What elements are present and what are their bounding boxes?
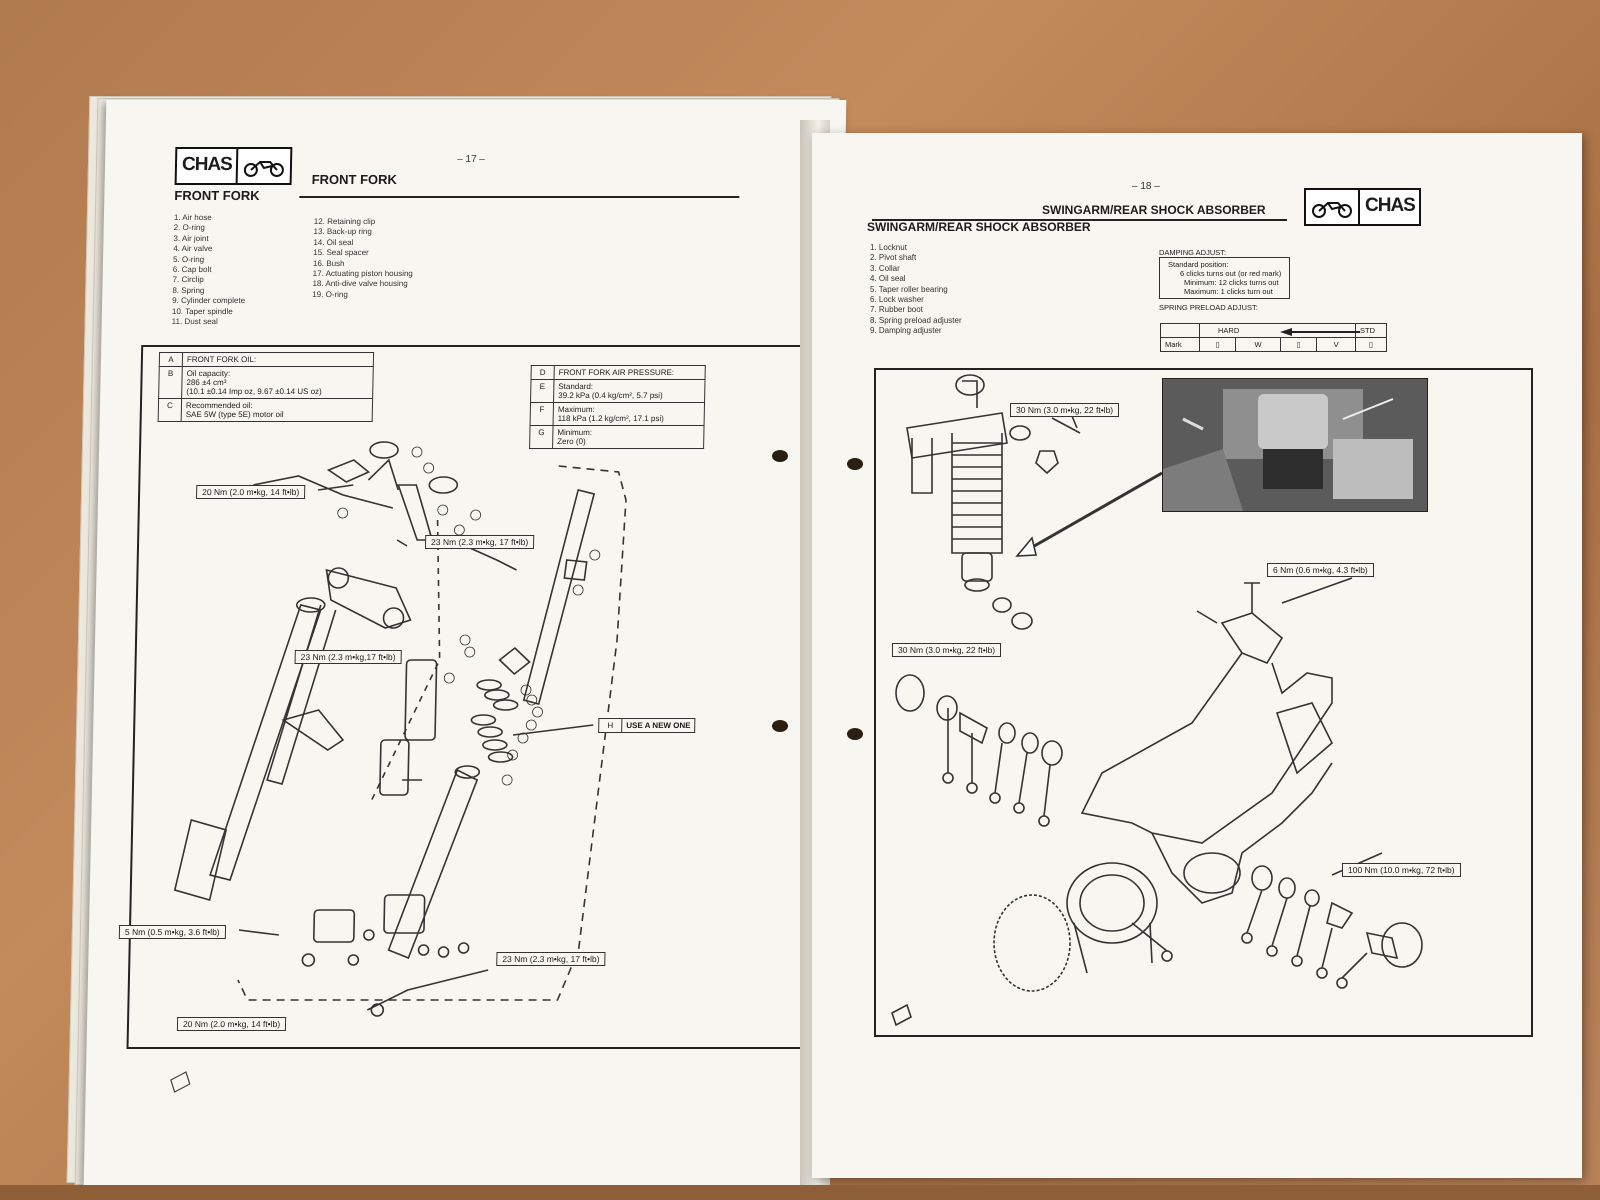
header-title: SWINGARM/REAR SHOCK ABSORBER — [1042, 203, 1266, 217]
list-item: 3. Collar — [870, 263, 900, 273]
torque-label: 6 Nm (0.6 m•kg, 4.3 ft•lb) — [1267, 563, 1374, 577]
torque-label: 23 Nm (2.3 m•kg, 17 ft•lb) — [496, 952, 606, 966]
arrow-left-icon — [1280, 328, 1360, 336]
list-item: 5. Taper roller bearing — [870, 284, 948, 294]
diagram-frame — [874, 368, 1533, 1037]
punch-hole — [847, 458, 863, 470]
torque-label: 20 Nm (2.0 m•kg, 14 ft•lb) — [196, 485, 306, 499]
punch-hole — [772, 720, 788, 732]
list-item: 7. Rubber boot — [870, 305, 923, 315]
torque-label: 20 Nm (2.0 m•kg, 14 ft•lb) — [176, 1017, 287, 1031]
punch-hole — [847, 728, 863, 740]
list-item: 1. Locknut — [870, 243, 907, 252]
motorcycle-icon — [1306, 190, 1358, 224]
list-item: 9. Damping adjuster — [870, 326, 942, 336]
torque-label: 23 Nm (2.3 m•kg,17 ft•lb) — [294, 650, 402, 664]
list-item: 6. Lock washer — [870, 295, 924, 305]
swingarm-exploded-diagram — [891, 374, 1423, 1027]
list-item: 4. Oil seal — [870, 274, 906, 284]
header-rule — [872, 219, 1287, 221]
motorcycle-icon — [237, 149, 290, 183]
torque-label: 5 Nm (0.5 m•kg, 3.6 ft•lb) — [118, 925, 226, 939]
section-title: SWINGARM/REAR SHOCK ABSORBER — [867, 220, 1091, 234]
torque-label: 30 Nm (3.0 m•kg, 22 ft•lb) — [892, 643, 1002, 657]
torque-label: 23 Nm (2.3 m•kg, 17 ft•lb) — [424, 535, 535, 549]
shock-photo-image — [1163, 379, 1427, 511]
right-page: – 18 – SWINGARM/REAR SHOCK ABSORBER CHAS… — [812, 133, 1582, 1178]
spring-preload-table: HARD STD Mark ▯W▯V▯ — [1160, 323, 1387, 352]
desk-edge — [0, 1185, 1600, 1200]
shock-photo — [1162, 378, 1428, 512]
torque-label: 30 Nm (3.0 m•kg, 22 ft•lb) — [1010, 403, 1120, 417]
left-page: CHAS – 17 – FRONT FORK FRONT FORK 1. Air… — [83, 100, 847, 1185]
list-item: 2. Pivot shaft — [870, 253, 917, 263]
list-item: 8. Spring preload adjuster — [870, 315, 962, 325]
page-number: – 18 – — [1132, 181, 1160, 192]
punch-hole — [772, 450, 788, 462]
parts-list: 1. Locknut 2. Pivot shaft 3. Collar 4. O… — [870, 243, 962, 337]
chas-badge: CHAS — [1304, 188, 1421, 226]
chas-badge: CHAS — [174, 147, 293, 185]
damping-adjust-spec: DAMPING ADJUST: Standard position: 6 cli… — [1159, 248, 1291, 312]
torque-label: 100 Nm (10.0 m•kg, 72 ft•lb) — [1342, 863, 1461, 877]
